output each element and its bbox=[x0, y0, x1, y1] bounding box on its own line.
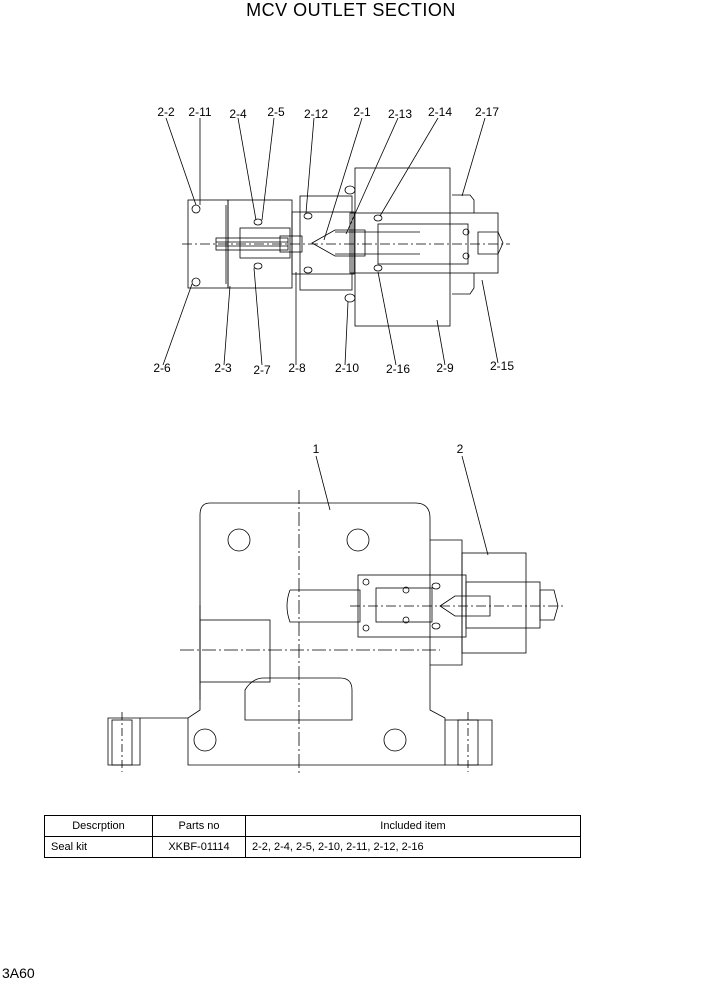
mcv-body-drawing bbox=[107, 455, 566, 775]
callout-2-11: 2-11 bbox=[188, 105, 211, 119]
callout-2-9: 2-9 bbox=[436, 361, 454, 375]
cell-included-item: 2-2, 2-4, 2-5, 2-10, 2-11, 2-12, 2-16 bbox=[245, 836, 581, 858]
table-row: Seal kit XKBF-01114 2-2, 2-4, 2-5, 2-10,… bbox=[44, 836, 581, 858]
callout-2-1: 2-1 bbox=[353, 105, 371, 119]
callout-1: 1 bbox=[313, 442, 320, 456]
cell-description: Seal kit bbox=[44, 836, 153, 858]
table-header-row: Descrption Parts no Included item bbox=[44, 815, 581, 837]
callout-2: 2 bbox=[457, 442, 464, 456]
callout-2-3: 2-3 bbox=[214, 361, 232, 375]
callout-2-13: 2-13 bbox=[388, 107, 412, 121]
page-code: 3A60 bbox=[2, 965, 35, 981]
callout-2-8: 2-8 bbox=[288, 361, 306, 375]
callout-2-5: 2-5 bbox=[267, 105, 285, 119]
header-included-item: Included item bbox=[245, 815, 581, 837]
header-parts-no: Parts no bbox=[152, 815, 246, 837]
callout-2-2: 2-2 bbox=[157, 105, 175, 119]
outlet-section-drawing bbox=[162, 117, 510, 366]
callout-2-12: 2-12 bbox=[304, 107, 328, 121]
header-description: Descrption bbox=[44, 815, 153, 837]
callout-2-4: 2-4 bbox=[229, 107, 247, 121]
callout-2-17: 2-17 bbox=[475, 105, 499, 119]
callout-2-15: 2-15 bbox=[490, 359, 514, 373]
page-title: MCV OUTLET SECTION bbox=[246, 0, 456, 20]
callout-2-10: 2-10 bbox=[335, 361, 359, 375]
callout-2-7: 2-7 bbox=[253, 363, 271, 377]
callout-2-14: 2-14 bbox=[428, 105, 452, 119]
cell-parts-no: XKBF-01114 bbox=[152, 836, 246, 858]
callout-2-6: 2-6 bbox=[153, 361, 171, 375]
parts-table: Descrption Parts no Included item Seal k… bbox=[44, 815, 581, 858]
callout-2-16: 2-16 bbox=[386, 362, 410, 376]
